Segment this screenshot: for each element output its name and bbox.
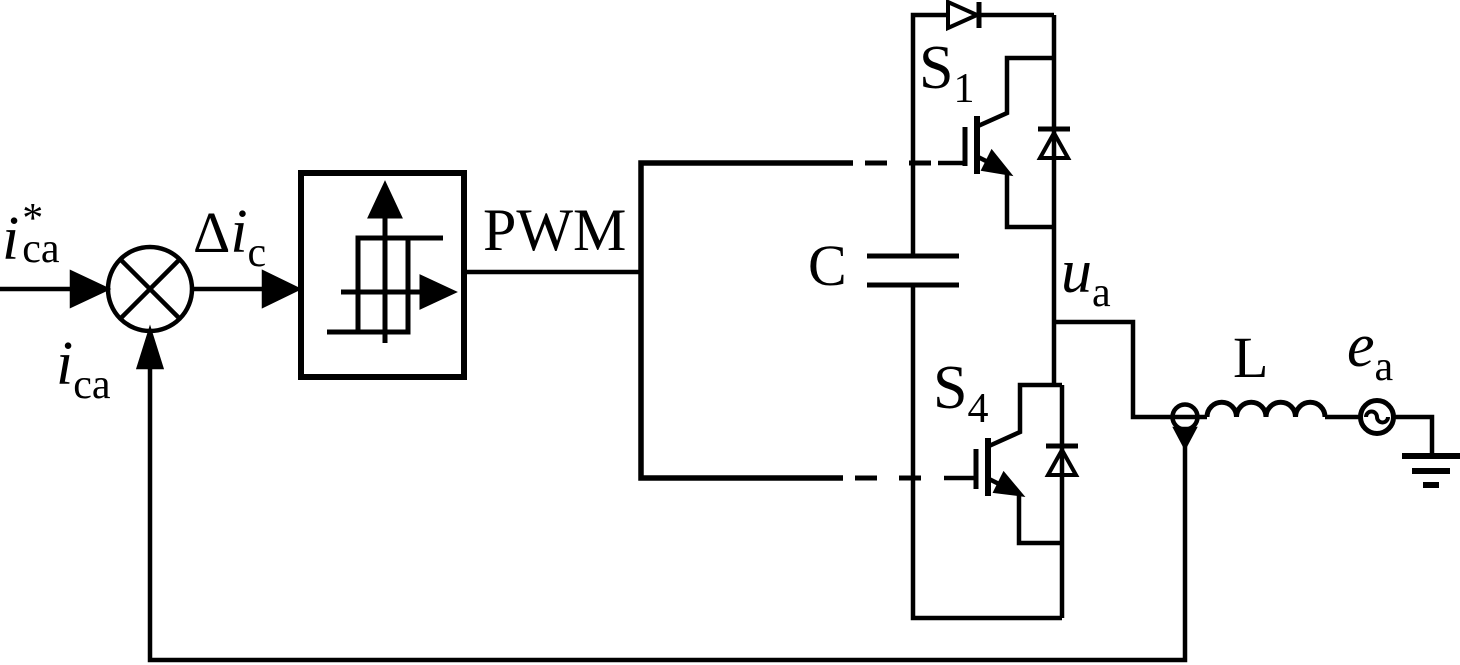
dc-link-rails xyxy=(910,12,1062,621)
label-reference-current: i*ca xyxy=(2,198,60,273)
capacitor xyxy=(867,253,959,288)
gate-drive-block xyxy=(638,160,853,481)
label-source-voltage: ea xyxy=(1347,312,1393,388)
switch-s4-subscript: 4 xyxy=(967,386,989,432)
source-voltage-subscript: a xyxy=(1374,344,1394,390)
feedback-line xyxy=(135,324,1188,663)
switch-s1-symbol: S xyxy=(919,34,954,102)
label-error-current: Δic xyxy=(193,198,266,274)
delta-symbol: Δ xyxy=(193,200,231,265)
output-voltage-subscript: a xyxy=(1092,270,1111,316)
hysteresis-block xyxy=(298,170,467,380)
label-switch-s1: S1 xyxy=(919,34,974,110)
reference-input-line xyxy=(0,269,112,309)
error-output-line xyxy=(193,269,303,309)
source-voltage-symbol: e xyxy=(1347,312,1375,380)
ground-symbol xyxy=(1402,453,1460,488)
label-inductor: L xyxy=(1233,327,1268,387)
switch-s1-subscript: 1 xyxy=(953,66,975,112)
switch-s4-symbol: S xyxy=(933,354,968,422)
igbt-s4 xyxy=(944,382,1062,546)
error-subscript: c xyxy=(247,230,267,276)
summing-junction xyxy=(105,244,195,334)
reference-superscript: * xyxy=(22,196,44,242)
label-pwm: PWM xyxy=(483,200,626,260)
feedback-current-symbol: i xyxy=(56,330,74,398)
freewheel-diode-s1 xyxy=(1036,126,1072,160)
label-switch-s4: S4 xyxy=(933,354,988,430)
hysteresis-curve-icon xyxy=(327,180,458,343)
top-diode xyxy=(946,0,982,32)
capacitor-symbol: C xyxy=(808,233,847,298)
current-sensor xyxy=(1170,402,1200,451)
gate-dashed-lines xyxy=(855,160,931,481)
feedback-subscript: ca xyxy=(73,362,111,408)
reference-current-symbol: i xyxy=(2,205,20,273)
output-line xyxy=(1054,319,1207,420)
error-current-symbol: i xyxy=(230,198,248,266)
reference-subscript: ca xyxy=(22,226,60,273)
label-output-voltage: ua xyxy=(1061,238,1111,314)
inductor-symbol: L xyxy=(1233,325,1269,390)
label-capacitor: C xyxy=(808,235,847,295)
output-voltage-symbol: u xyxy=(1061,238,1092,306)
freewheel-diode-s4 xyxy=(1044,385,1080,618)
pwm-text: PWM xyxy=(483,197,627,263)
ac-source xyxy=(1358,398,1435,454)
label-feedback-current: ica xyxy=(56,330,111,406)
igbt-s1 xyxy=(938,55,1054,230)
inductor-coil xyxy=(1204,399,1360,420)
